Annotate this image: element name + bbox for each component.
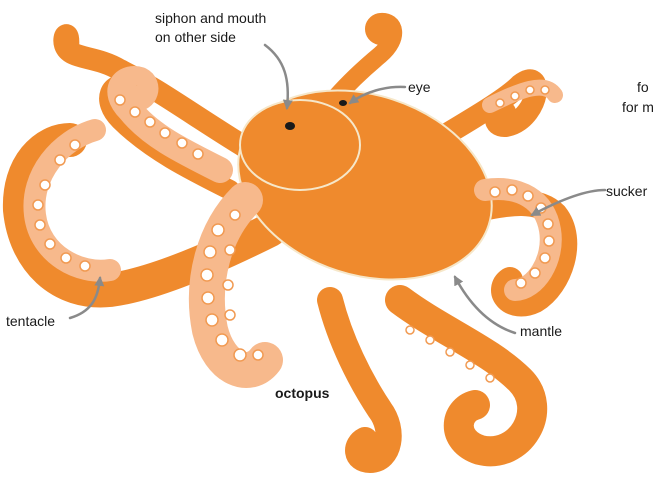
label-tentacle: tentacle xyxy=(6,313,55,329)
tentacle-bottom-center xyxy=(330,300,389,460)
tentacle-bottom-right xyxy=(400,300,532,451)
arrow-siphon xyxy=(265,45,288,108)
mantle-shape xyxy=(214,59,517,311)
label-siphon-line1: siphon and mouth xyxy=(155,10,266,26)
eye-left xyxy=(285,122,295,130)
eye-right xyxy=(339,100,347,106)
label-eye: eye xyxy=(408,79,431,95)
label-siphon-line2: on other side xyxy=(155,29,236,45)
tentacle-light-left-loop xyxy=(34,130,110,271)
label-cut-fo: fo xyxy=(637,79,649,95)
octopus-body xyxy=(214,59,517,311)
caption-octopus: octopus xyxy=(275,385,330,401)
head-shape xyxy=(240,100,360,190)
label-cut-form: for m xyxy=(622,99,654,115)
label-sucker: sucker xyxy=(606,183,648,199)
label-mantle: mantle xyxy=(520,323,562,339)
